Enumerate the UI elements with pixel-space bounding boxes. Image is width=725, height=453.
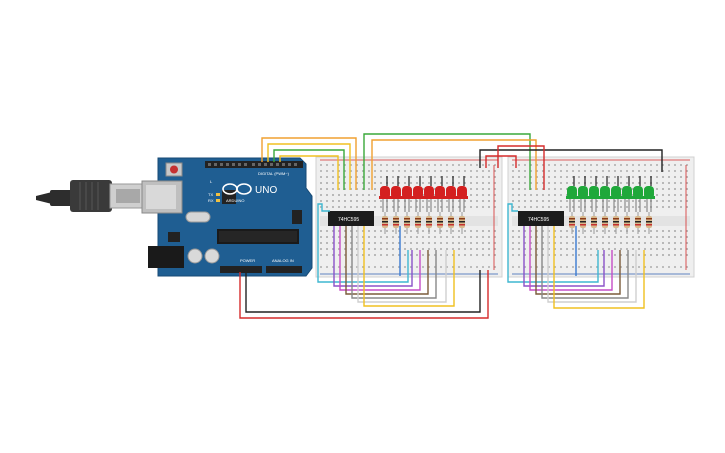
crystal — [185, 211, 211, 223]
tx-label: TX — [208, 192, 213, 197]
led — [423, 176, 435, 212]
resistor — [580, 212, 586, 234]
capacitor — [187, 248, 203, 264]
wire-group-top — [261, 133, 663, 190]
led — [434, 176, 446, 212]
led — [577, 176, 589, 212]
led — [379, 176, 391, 212]
resistor — [448, 212, 454, 234]
l-led-label: L — [210, 179, 213, 184]
resistor — [393, 212, 399, 234]
resistor-row-right — [569, 212, 652, 234]
usb-cable[interactable] — [36, 180, 147, 212]
power-header — [220, 266, 262, 273]
resistor — [437, 212, 443, 234]
capacitor — [204, 248, 220, 264]
wire-group-bottom — [239, 203, 645, 319]
led-row-left — [379, 176, 468, 212]
led — [621, 176, 633, 212]
digital-label: DIGITAL (PWM~) — [258, 171, 290, 176]
chip-label: 74HC595 — [528, 217, 549, 223]
resistor — [613, 212, 619, 234]
power-label: POWER — [240, 258, 255, 263]
resistor — [569, 212, 575, 234]
led-row-right — [566, 176, 655, 212]
arduino-logo-icon — [222, 183, 252, 195]
resistor — [646, 212, 652, 234]
led — [643, 176, 655, 212]
resistor — [624, 212, 630, 234]
led — [566, 176, 578, 212]
resistor — [591, 212, 597, 234]
led — [401, 176, 413, 212]
arduino-label: ARDUINO — [226, 198, 244, 203]
shift-register-chip-left[interactable]: 74HC595 — [328, 211, 374, 226]
resistor — [382, 212, 388, 234]
led — [412, 176, 424, 212]
resistor — [415, 212, 421, 234]
resistor — [404, 212, 410, 234]
led — [588, 176, 600, 212]
power-jack — [148, 246, 184, 268]
analog-label: ANALOG IN — [272, 258, 294, 263]
rx-label: RX — [208, 198, 214, 203]
analog-header — [266, 266, 302, 273]
led — [599, 176, 611, 212]
resistor — [602, 212, 608, 234]
chip-label: 74HC595 — [338, 217, 359, 223]
voltage-regulator — [168, 232, 180, 242]
led — [610, 176, 622, 212]
uno-label: UNO — [255, 185, 277, 196]
led — [390, 176, 402, 212]
resistor-row-left — [382, 212, 465, 234]
icsp-header — [292, 210, 302, 224]
led — [632, 176, 644, 212]
shift-register-chip-right[interactable]: 74HC595 — [518, 211, 564, 226]
resistor — [459, 212, 465, 234]
led — [445, 176, 457, 212]
resistor — [426, 212, 432, 234]
resistor — [635, 212, 641, 234]
arduino-uno-board[interactable]: L TX RX DIGITAL (PWM~) UNO ARDUINO POWER… — [141, 157, 313, 277]
led — [456, 176, 468, 212]
